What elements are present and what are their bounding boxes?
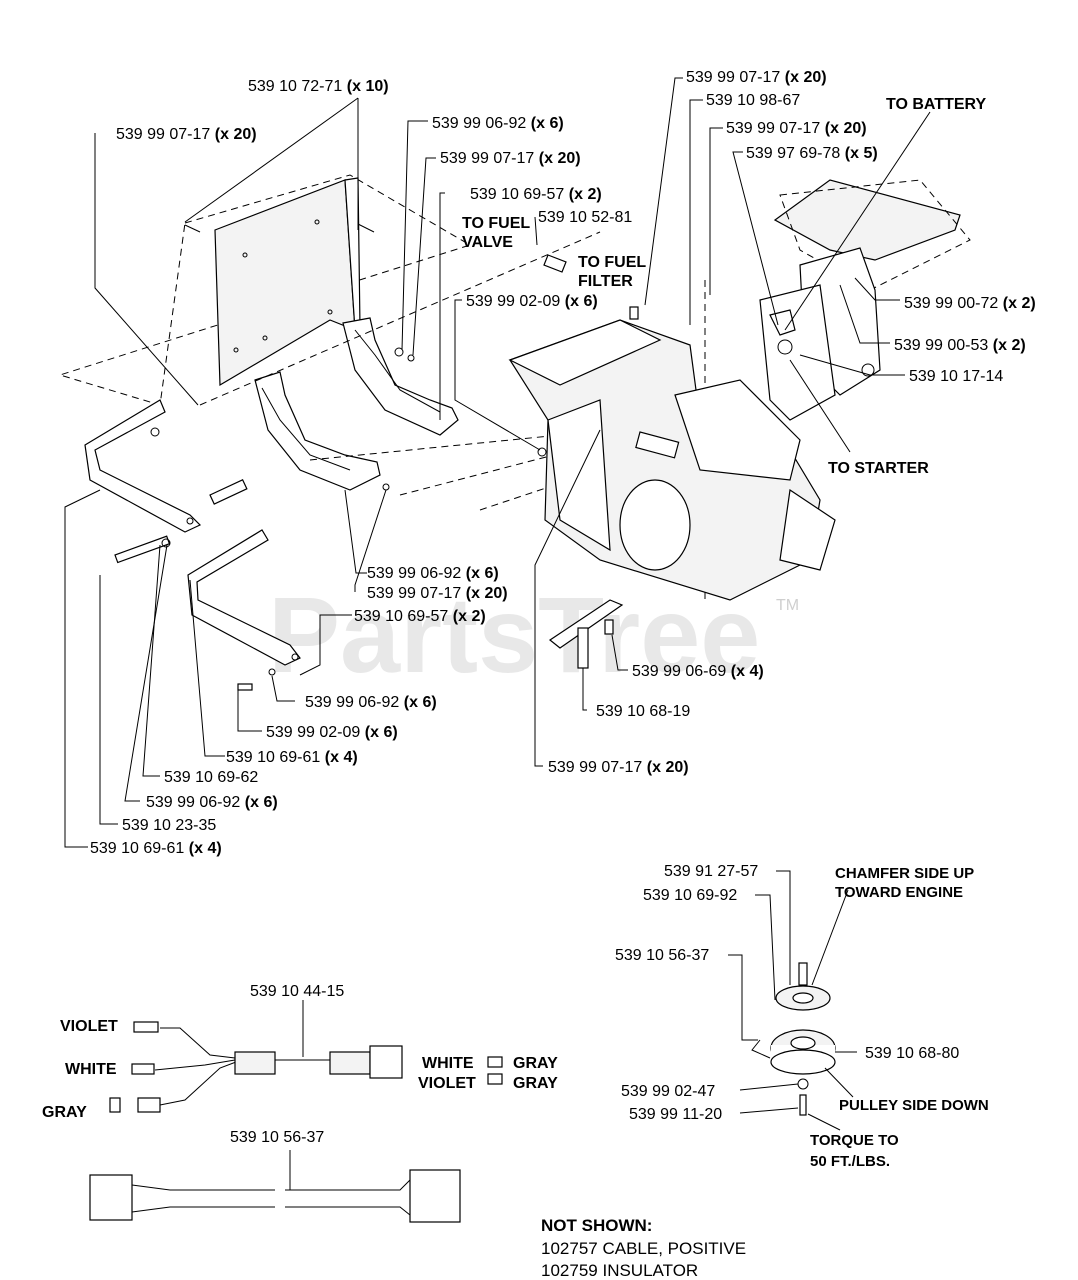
- rear-panel: [214, 179, 356, 387]
- harness-boot-right: [329, 1051, 371, 1075]
- wire-labels: VIOLET WHITE GRAY WHITE VIOLET GRAY GRAY: [42, 1018, 558, 1121]
- part-label: 539 10 69-61 (x 4): [90, 840, 222, 857]
- part-label: 539 99 02-09 (x 6): [266, 724, 398, 741]
- bracket-middle: [254, 371, 381, 491]
- lower-bracket-tab: [577, 627, 589, 669]
- not-shown-block: NOT SHOWN: 102757 CABLE, POSITIVE 102759…: [541, 1216, 746, 1280]
- callout-to-fuel-valve: TO FUEL: [462, 215, 530, 232]
- harness-boot-left: [234, 1051, 276, 1075]
- clutch-leaders: [728, 870, 857, 1131]
- drawing-clutch: [751, 962, 836, 1116]
- bolt-lower: [237, 683, 253, 691]
- part-label: 539 99 07-17 (x 20): [367, 585, 508, 602]
- callout-to-fuel-filter: TO FUEL: [578, 254, 646, 271]
- part-label: 539 10 69-62: [164, 769, 258, 786]
- part-label: 539 97 69-78 (x 5): [746, 145, 878, 162]
- part-label: 539 99 06-92 (x 6): [305, 694, 437, 711]
- part-label: 539 99 02-09 (x 6): [466, 293, 598, 310]
- not-shown-heading: NOT SHOWN:: [541, 1216, 652, 1235]
- frame-hole: [619, 479, 691, 571]
- cable-end-right: [409, 1169, 461, 1223]
- drawing-harness: [89, 1000, 503, 1223]
- part-label: 539 99 00-53 (x 2): [894, 337, 1026, 354]
- part-label: 539 10 44-15: [250, 983, 344, 1000]
- part-label: 539 99 07-17 (x 20): [726, 120, 867, 137]
- part-label: 539 10 69-57 (x 2): [470, 186, 602, 203]
- part-label: 539 99 02-47: [621, 1083, 715, 1100]
- part-label: 539 10 17-14: [909, 368, 1003, 385]
- part-label: 539 10 98-67: [706, 92, 800, 109]
- lower-bar-left: [84, 399, 202, 533]
- part-label: 539 10 23-35: [122, 817, 216, 834]
- part-label: 539 10 72-71 (x 10): [248, 78, 389, 95]
- wire-label-violet: VIOLET: [60, 1018, 118, 1035]
- part-label: 539 99 06-92 (x 6): [432, 115, 564, 132]
- part-labels: 539 10 72-71 (x 10) 539 99 07-17 (x 20) …: [90, 69, 1036, 1146]
- part-label: 539 99 06-69 (x 4): [632, 663, 764, 680]
- wire-label-white-right: WHITE: [422, 1055, 474, 1072]
- callout-pulley: PULLEY SIDE DOWN: [839, 1097, 989, 1114]
- wire-label-gray: GRAY: [42, 1104, 87, 1121]
- lower-bar-right: [187, 529, 301, 666]
- part-label: 539 99 07-17 (x 20): [440, 150, 581, 167]
- wire-label-gray-right: GRAY: [513, 1075, 558, 1092]
- callout-torque: 50 FT./LBS.: [810, 1153, 890, 1170]
- part-label: 539 10 69-57 (x 2): [354, 608, 486, 625]
- part-label: 539 99 07-17 (x 20): [116, 126, 257, 143]
- part-label: 539 99 07-17 (x 20): [686, 69, 827, 86]
- not-shown-item: 102759 INSULATOR: [541, 1261, 698, 1280]
- callout-to-starter: TO STARTER: [828, 460, 929, 477]
- part-label: 539 10 68-19: [596, 703, 690, 720]
- part-label: 539 10 69-92: [643, 887, 737, 904]
- callout-to-fuel-filter: FILTER: [578, 273, 633, 290]
- part-label: 539 10 68-80: [865, 1045, 959, 1062]
- part-label: 539 91 27-57: [664, 863, 758, 880]
- clutch-bolt-top: [798, 962, 808, 986]
- callout-torque: TORQUE TO: [810, 1132, 899, 1149]
- frame-extension: [779, 488, 836, 571]
- part-label: 539 99 06-92 (x 6): [367, 565, 499, 582]
- fuel-fitting: [543, 254, 567, 273]
- wire-label-gray-right: GRAY: [513, 1055, 558, 1072]
- not-shown-item: 102757 CABLE, POSITIVE: [541, 1239, 746, 1258]
- lower-bracket: [548, 599, 624, 649]
- leader-lines: [64, 77, 931, 848]
- frame-side: [547, 399, 611, 552]
- part-label: 539 10 52-81: [538, 209, 632, 226]
- callout-to-fuel-valve: VALVE: [462, 234, 513, 251]
- pin-lower: [114, 535, 171, 564]
- part-label: 539 10 56-37: [615, 947, 709, 964]
- part-label: 539 99 06-92 (x 6): [146, 794, 278, 811]
- harness-connector: [369, 1045, 403, 1079]
- cable-end-left: [89, 1174, 133, 1221]
- watermark: PartsTree: [268, 574, 760, 695]
- part-label: 539 99 00-72 (x 2): [904, 295, 1036, 312]
- pin-upper: [209, 478, 248, 505]
- frame-cover: [674, 379, 801, 481]
- part-label: 539 10 69-61 (x 4): [226, 749, 358, 766]
- drawing-main-assembly: [58, 174, 971, 691]
- part-label: 539 10 56-37: [230, 1129, 324, 1146]
- part-label: 539 99 07-17 (x 20): [548, 759, 689, 776]
- watermark-tm: TM: [776, 597, 799, 614]
- frame-top-plate: [508, 319, 662, 386]
- wire-label-violet-right: VIOLET: [418, 1075, 476, 1092]
- part-label: 539 99 11-20: [629, 1106, 722, 1123]
- wire-label-white: WHITE: [65, 1061, 117, 1078]
- solenoid: [769, 309, 796, 336]
- callout-chamfer: TOWARD ENGINE: [835, 884, 963, 901]
- callout-to-battery: TO BATTERY: [886, 96, 986, 113]
- callout-chamfer: CHAMFER SIDE UP: [835, 865, 974, 882]
- callout-labels: TO BATTERY TO FUEL VALVE TO FUEL FILTER …: [462, 96, 989, 1170]
- engine-plate: [773, 179, 961, 261]
